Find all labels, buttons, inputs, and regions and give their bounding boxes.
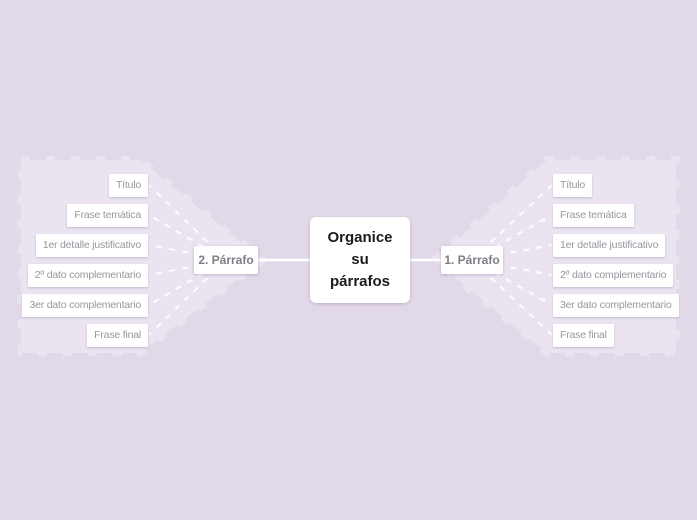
central-topic-line: su [351,251,369,269]
subtopic-node[interactable]: 1er detalle justificativo [35,234,148,257]
subtopic-node[interactable]: 2º dato complementario [27,264,148,287]
subtopic-node[interactable]: Frase final [553,324,614,347]
subtopic-node[interactable]: 2º dato complementario [553,264,674,287]
subtopic-node[interactable]: 1er detalle justificativo [553,234,666,257]
subtopic-node[interactable]: Título [553,174,593,197]
subtopic-node[interactable]: 3er dato complementario [553,294,679,317]
central-topic-line: Organice [327,229,393,247]
subtopic-node[interactable]: 3er dato complementario [22,294,148,317]
subtopic-node[interactable]: Frase final [87,324,148,347]
branch-node-parrafo-2[interactable]: 2. Párrafo [194,246,258,274]
central-topic-line: párrafos [329,272,391,290]
subtopic-node[interactable]: Frase temática [553,204,634,227]
central-topic-node[interactable]: Organice su párrafos [310,217,410,303]
branch-node-parrafo-1[interactable]: 1. Párrafo [441,246,503,274]
subtopic-node[interactable]: Frase temática [67,204,148,227]
subtopic-node[interactable]: Título [108,174,148,197]
